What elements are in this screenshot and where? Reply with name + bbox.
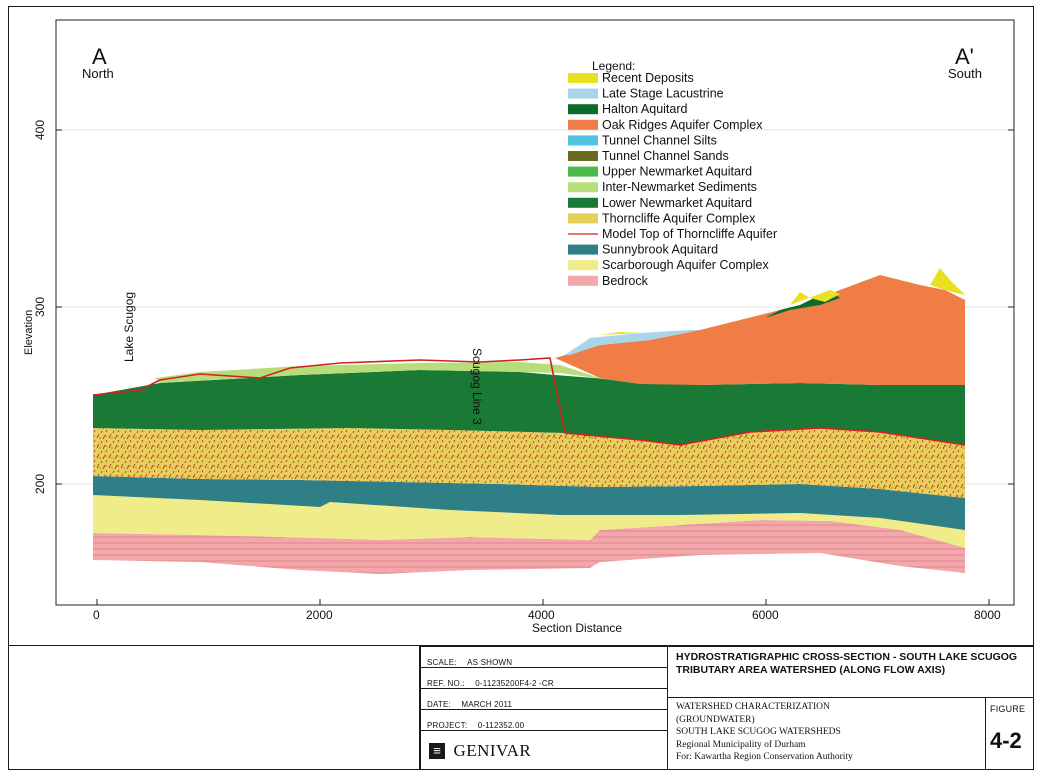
study-line: WATERSHED CHARACTERIZATION xyxy=(676,702,830,712)
scale-row: SCALE: AS SHOWN xyxy=(420,646,668,668)
legend-label: Late Stage Lacustrine xyxy=(602,87,724,101)
legend-swatch xyxy=(568,73,598,83)
title-block: SCALE: AS SHOWN REF. NO.: 0-11235200F4-2… xyxy=(8,645,1034,770)
figure-cell: FIGURE 4-2 xyxy=(985,697,1034,770)
legend-swatch xyxy=(568,182,598,193)
company-name: GENIVAR xyxy=(453,741,532,760)
legend-swatch xyxy=(568,197,598,208)
figure-label: FIGURE xyxy=(990,704,1026,714)
ref-value: 0-11235200F4-2 -CR xyxy=(475,679,554,688)
section-start-label: A xyxy=(92,44,107,69)
legend-label: Model Top of Thorncliffe Aquifer xyxy=(602,227,777,241)
layer-thorncliffe-aquifer xyxy=(93,428,965,498)
project-value: 0-112352.00 xyxy=(477,721,525,730)
layer-lower-newmarket xyxy=(93,370,965,445)
y-tick-label: 400 xyxy=(33,120,47,140)
y-tick-label: 300 xyxy=(33,297,47,317)
legend-swatch xyxy=(568,88,598,99)
legend-title: Legend: xyxy=(592,59,635,73)
project-label: PROJECT: xyxy=(427,721,468,730)
layer-late-stage-lacustrine xyxy=(565,330,700,355)
legend-swatch xyxy=(568,119,598,130)
layer-sunnybrook-aquitard xyxy=(93,476,965,530)
y-tick-label: 200 xyxy=(33,474,47,494)
legend-swatch xyxy=(568,166,598,177)
layer-inter-newmarket xyxy=(155,362,640,384)
x-tick-label: 6000 xyxy=(752,608,779,622)
legend-swatch xyxy=(568,135,598,146)
legend-label: Thorncliffe Aquifer Complex xyxy=(602,211,756,225)
x-axis-ticks xyxy=(96,599,990,605)
legend-label: Scarborough Aquifer Complex xyxy=(602,258,770,272)
section-end-label: A' xyxy=(955,44,974,69)
legend-label: Lower Newmarket Aquitard xyxy=(602,196,752,210)
x-tick-label: 4000 xyxy=(528,608,555,622)
layer-scarborough-aquifer xyxy=(93,495,965,548)
drawing-title: HYDROSTRATIGRAPHIC CROSS-SECTION - SOUTH… xyxy=(676,651,1018,676)
scale-label: SCALE: xyxy=(427,658,457,667)
study-line: For: Kawartha Region Conservation Author… xyxy=(676,752,853,762)
x-tick-label: 2000 xyxy=(306,608,333,622)
x-tick-label: 8000 xyxy=(974,608,1001,622)
drawing-title-cell: HYDROSTRATIGRAPHIC CROSS-SECTION - SOUTH… xyxy=(667,646,1034,698)
legend-label: Tunnel Channel Silts xyxy=(602,133,717,147)
cross-section: 400 300 200 Elevation 0 2000 4000 6000 8… xyxy=(23,19,1015,635)
figure-number: 4-2 xyxy=(990,728,1022,753)
company-row: ≡ GENIVAR xyxy=(420,730,668,770)
study-cell: WATERSHED CHARACTERIZATION (GROUNDWATER)… xyxy=(667,697,986,770)
study-line: SOUTH LAKE SCUGOG WATERSHEDS xyxy=(676,727,841,737)
x-axis-title: Section Distance xyxy=(532,621,622,635)
legend-label: Oak Ridges Aquifer Complex xyxy=(602,118,763,132)
ref-label: REF. NO.: xyxy=(427,679,465,688)
y-axis-title: Elevation xyxy=(23,310,35,355)
legend-swatch xyxy=(568,104,598,115)
legend-label: Recent Deposits xyxy=(602,71,694,85)
blank-panel xyxy=(8,646,420,770)
date-value: MARCH 2011 xyxy=(461,700,513,709)
drawing-frame xyxy=(8,6,1034,770)
model-top-thorncliffe-line xyxy=(92,357,966,446)
scale-value: AS SHOWN xyxy=(467,658,513,667)
legend-swatch xyxy=(568,213,598,224)
ref-row: REF. NO.: 0-11235200F4-2 -CR xyxy=(420,667,668,689)
company-logo-icon: ≡ xyxy=(429,743,445,759)
layer-oak-ridges xyxy=(555,275,965,385)
section-start-direction: North xyxy=(82,66,114,81)
study-line: (GROUNDWATER) xyxy=(676,714,755,725)
legend-label: Halton Aquitard xyxy=(602,102,688,116)
annotation-lake-scugog: Lake Scugog xyxy=(122,292,136,362)
study-line: Regional Municipality of Durham xyxy=(676,739,806,750)
section-end-direction: South xyxy=(948,66,982,81)
y-axis-ticks xyxy=(56,129,1014,485)
legend-label: Sunnybrook Aquitard xyxy=(602,243,718,257)
legend-label: Upper Newmarket Aquitard xyxy=(602,165,752,179)
legend-label: Bedrock xyxy=(602,274,649,288)
x-tick-label: 0 xyxy=(93,608,100,622)
legend-swatch xyxy=(568,151,598,161)
layer-bedrock xyxy=(93,520,965,574)
legend-label: Inter-Newmarket Sediments xyxy=(602,180,757,194)
legend-swatch xyxy=(568,244,598,255)
project-row: PROJECT: 0-112352.00 xyxy=(420,709,668,731)
annotation-scugog-line-3: Scugog Line 3 xyxy=(470,348,484,425)
legend-swatch xyxy=(568,260,598,271)
legend-swatch xyxy=(568,275,598,286)
legend-label: Tunnel Channel Sands xyxy=(602,149,729,163)
date-row: DATE: MARCH 2011 xyxy=(420,688,668,710)
date-label: DATE: xyxy=(427,700,451,709)
